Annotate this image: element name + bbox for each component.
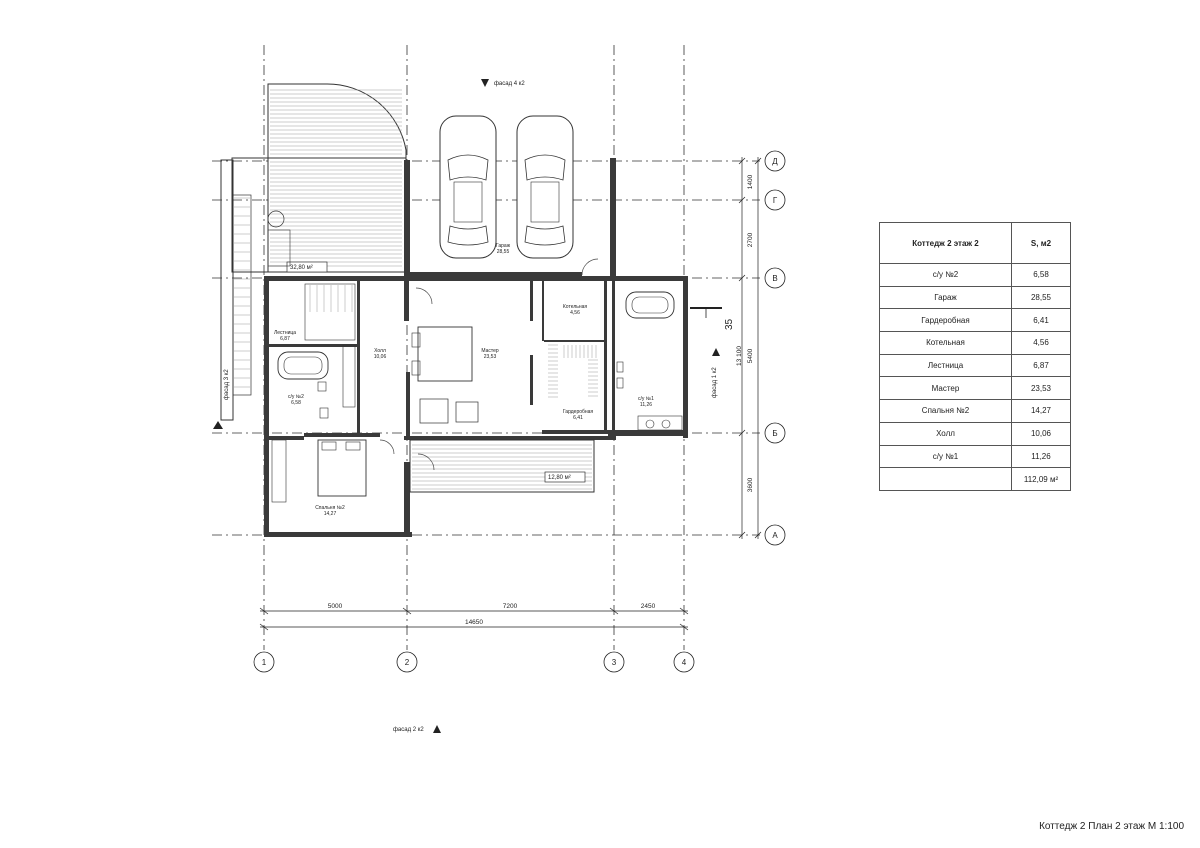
- svg-text:23,53: 23,53: [484, 354, 497, 360]
- dimensions-bottom: 5000 7200 2450 14650: [259, 603, 689, 631]
- svg-text:с/у №2: с/у №2: [288, 394, 304, 400]
- svg-text:28,55: 28,55: [497, 249, 510, 255]
- building-walls: [264, 276, 688, 537]
- axis-bubbles: 1 2 3 4 Д Г В Б А: [253, 150, 786, 673]
- bathroom-2: с/у №2 6,58: [277, 344, 356, 419]
- upper-terrace: 32,80 м²: [231, 83, 407, 273]
- svg-text:Мастер: Мастер: [481, 348, 499, 354]
- drawing-caption: Коттедж 2 План 2 этаж М 1:100: [1039, 821, 1184, 832]
- svg-text:Гараж: Гараж: [496, 243, 511, 249]
- svg-text:6,58: 6,58: [291, 400, 301, 406]
- svg-text:2450: 2450: [641, 603, 656, 610]
- svg-text:35: 35: [724, 318, 735, 330]
- svg-text:1: 1: [262, 658, 267, 667]
- svg-text:6,41: 6,41: [573, 415, 583, 421]
- master-bedroom: Мастер 23,53: [411, 326, 499, 424]
- svg-text:6,87: 6,87: [280, 336, 290, 342]
- upper-terrace-area: 32,80 м²: [290, 265, 313, 271]
- svg-text:Холл: Холл: [374, 348, 386, 354]
- svg-text:Спальня №2: Спальня №2: [315, 505, 345, 511]
- facade-markers: фасад 4 к2 фасад 2 к2 фасад 3 к2 фасад 1…: [213, 79, 720, 733]
- table-total-row: 112,09 м²: [879, 467, 1071, 491]
- dimensions-right: 1400 2700 5400 3600 13 100: [736, 157, 762, 539]
- svg-text:7200: 7200: [503, 603, 518, 610]
- svg-text:А: А: [772, 531, 778, 540]
- car-icon: [516, 115, 574, 259]
- svg-text:Котельная: Котельная: [563, 304, 587, 310]
- plant-icon: [267, 210, 285, 228]
- svg-text:3: 3: [612, 658, 617, 667]
- svg-text:2700: 2700: [747, 232, 754, 247]
- svg-text:с/у №1: с/у №1: [638, 396, 654, 402]
- table-title: Коттедж 2 этаж 2: [879, 222, 1012, 264]
- svg-text:1400: 1400: [747, 174, 754, 189]
- svg-text:2: 2: [405, 658, 410, 667]
- table-total: 112,09 м²: [1011, 467, 1071, 491]
- wardrobe: Гардеробная 6,41: [548, 344, 598, 421]
- svg-text:Гардеробная: Гардеробная: [563, 409, 594, 415]
- svg-text:фасад 2 к2: фасад 2 к2: [393, 727, 424, 733]
- garage: Гараж 28,55: [404, 115, 616, 278]
- svg-text:10,06: 10,06: [374, 354, 387, 360]
- table-col-area: S, м2: [1011, 222, 1071, 264]
- interior-stairs: Лестница 6,87: [274, 283, 356, 342]
- svg-text:Б: Б: [772, 429, 777, 438]
- section-mark: 35: [690, 307, 735, 330]
- lower-terrace: 12,80 м²: [409, 439, 595, 493]
- svg-text:13 100: 13 100: [736, 346, 743, 366]
- exterior-stairs: [220, 159, 252, 421]
- svg-text:фасад 4 к2: фасад 4 к2: [494, 81, 525, 87]
- svg-text:фасад 3 к2: фасад 3 к2: [224, 369, 230, 400]
- svg-text:3600: 3600: [747, 477, 754, 492]
- svg-text:фасад 1 к2: фасад 1 к2: [712, 367, 718, 398]
- svg-text:5000: 5000: [328, 603, 343, 610]
- svg-text:4,56: 4,56: [570, 310, 580, 316]
- table-header: Коттедж 2 этаж 2 S, м2: [879, 222, 1071, 264]
- svg-text:В: В: [772, 274, 777, 283]
- svg-text:5400: 5400: [747, 348, 754, 363]
- svg-text:11,26: 11,26: [640, 402, 652, 408]
- car-icon: [439, 115, 497, 259]
- bathroom-1: с/у №1 11,26: [616, 291, 683, 431]
- svg-text:Д: Д: [772, 157, 778, 166]
- bedroom-2: Спальня №2 14,27: [271, 439, 395, 517]
- svg-text:Лестница: Лестница: [274, 330, 296, 336]
- svg-text:12,80 м²: 12,80 м²: [548, 475, 571, 481]
- svg-text:Г: Г: [773, 196, 778, 205]
- svg-text:4: 4: [682, 658, 687, 667]
- svg-text:14,27: 14,27: [324, 511, 337, 517]
- svg-text:14650: 14650: [465, 619, 483, 626]
